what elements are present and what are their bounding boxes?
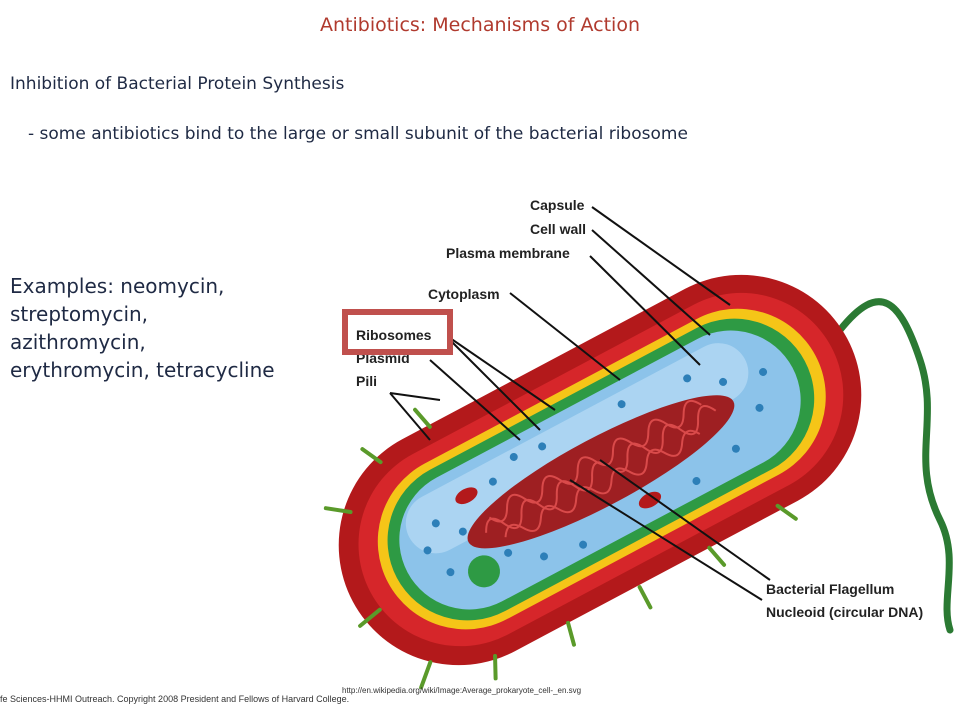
examples-line: azithromycin, [10,330,146,354]
nucleoid-strands [485,399,717,538]
examples-line: streptomycin, [10,302,149,326]
examples-line: erythromycin, tetracycline [10,358,275,382]
copyright-credit: fe Sciences-HHMI Outreach. Copyright 200… [0,694,350,704]
leader-lines [389,206,771,601]
storage-granule [467,555,500,588]
plasmid [455,487,478,505]
flagellum [836,298,954,634]
examples-line: Examples: neomycin, [10,274,225,298]
slide-title: Antibiotics: Mechanisms of Action [320,14,640,36]
ribosomes [423,367,768,577]
label-flagellum: Bacterial Flagellum [766,581,894,597]
source-url: http://en.wikipedia.org/wiki/Image:Avera… [342,686,582,695]
prokaryote-cell-diagram: Capsule Cell wall Plasma membrane Cytopl… [323,197,954,690]
label-cytoplasm: Cytoplasm [428,286,500,302]
section-heading: Inhibition of Bacterial Protein Synthesi… [10,74,345,94]
bullet-text: - some antibiotics bind to the large or … [28,124,688,144]
label-nucleoid: Nucleoid (circular DNA) [766,604,923,620]
label-cell-wall: Cell wall [530,221,586,237]
label-pili: Pili [356,373,377,389]
label-plasma-membrane: Plasma membrane [446,245,570,261]
nucleoid [467,395,735,549]
pili [323,407,798,690]
label-ribosomes: Ribosomes [356,327,432,343]
label-capsule: Capsule [530,197,585,213]
plasmid [638,491,662,509]
ribosomes-highlight-box [342,309,453,355]
examples-list: Examples: neomycin, streptomycin, azithr… [10,272,310,384]
